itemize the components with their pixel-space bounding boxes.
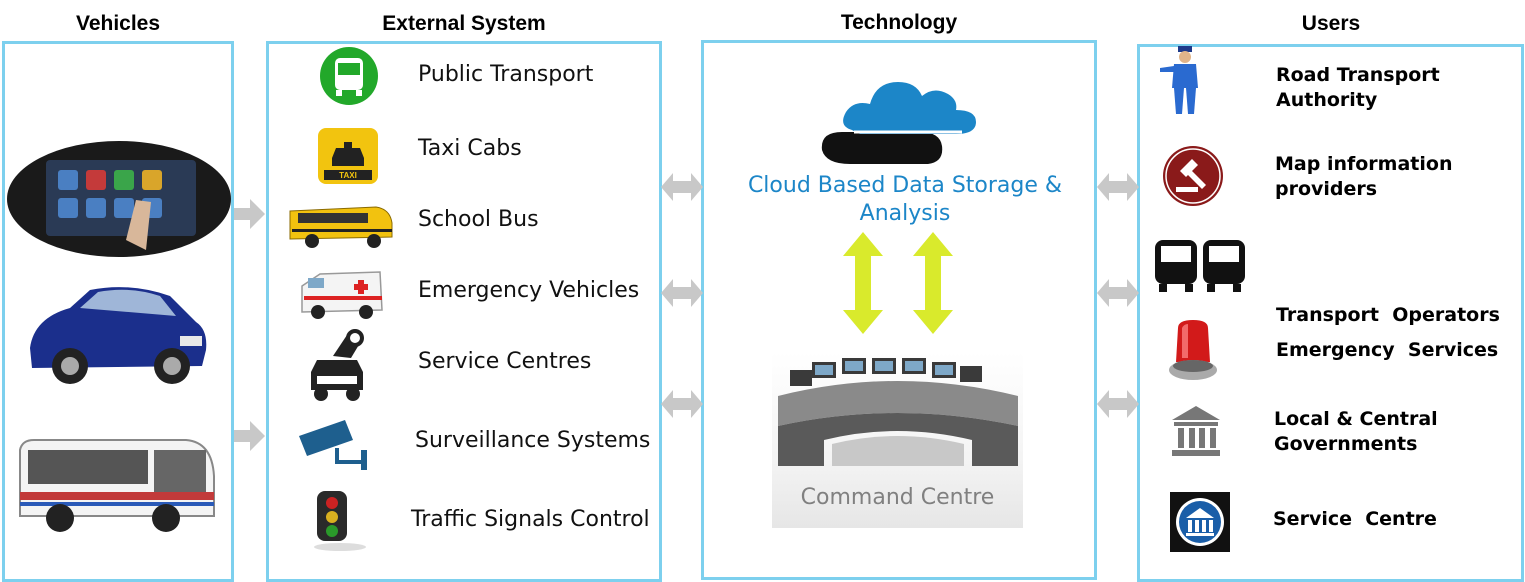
service-centre-icon — [1170, 492, 1230, 552]
buses-icon — [1155, 240, 1245, 292]
school-bus-icon — [289, 206, 393, 248]
external-system-title: External System — [382, 12, 546, 35]
traffic-light-icon — [314, 491, 366, 551]
public-transport-label: Public Transport — [418, 62, 594, 87]
cloud-storage-label: Cloud Based Data Storage & Analysis — [747, 173, 1063, 226]
taxi-icon: TAXI — [318, 128, 378, 184]
transport-operators-label: Transport Operators — [1276, 304, 1500, 326]
users-title: Users — [1301, 12, 1361, 35]
svg-text:TAXI: TAXI — [339, 171, 357, 180]
service-centres-label: Service Centres — [418, 349, 592, 374]
command-centre-label: Command Centre — [800, 485, 995, 510]
external-tech-double-arrow-1 — [661, 173, 703, 201]
vehicles-to-external-arrow-1 — [234, 199, 265, 229]
surveillance-systems-label: Surveillance Systems — [415, 428, 651, 453]
external-tech-double-arrow-2 — [661, 279, 703, 307]
vehicles-to-external-arrow-2 — [234, 421, 265, 451]
cloud-command-yellow-arrow-1 — [843, 232, 883, 334]
service-car-icon — [311, 329, 364, 401]
external-tech-double-arrow-3 — [661, 390, 703, 418]
blue-hatchback-car-icon — [30, 287, 207, 384]
tech-users-double-arrow-2 — [1097, 279, 1139, 307]
taxi-cabs-label: Taxi Cabs — [418, 136, 522, 161]
traffic-police-icon — [1160, 46, 1198, 114]
school-bus-label: School Bus — [418, 207, 539, 232]
cloud-command-yellow-arrow-2 — [913, 232, 953, 334]
tech-users-double-arrow-1 — [1097, 173, 1139, 201]
bus-circle-icon — [320, 47, 378, 105]
siren-icon — [1169, 320, 1217, 380]
government-building-icon — [1172, 406, 1220, 456]
tech-users-double-arrow-3 — [1097, 390, 1139, 418]
ambulance-icon — [301, 271, 383, 319]
emergency-services-label: Emergency Services — [1276, 339, 1499, 361]
traffic-signals-control-label: Traffic Signals Control — [411, 507, 650, 532]
emergency-vehicles-label: Emergency Vehicles — [418, 278, 640, 303]
service-centre-label: Service Centre — [1273, 508, 1437, 530]
cloud-icon — [821, 82, 976, 164]
command-centre-console-icon — [778, 358, 1018, 466]
technology-title: Technology — [840, 11, 958, 34]
gavel-icon — [1163, 146, 1223, 206]
city-bus-icon — [19, 439, 215, 532]
car-infotainment-screen-icon — [7, 141, 231, 257]
vehicles-title: Vehicles — [75, 12, 161, 35]
cctv-camera-icon — [299, 420, 367, 470]
